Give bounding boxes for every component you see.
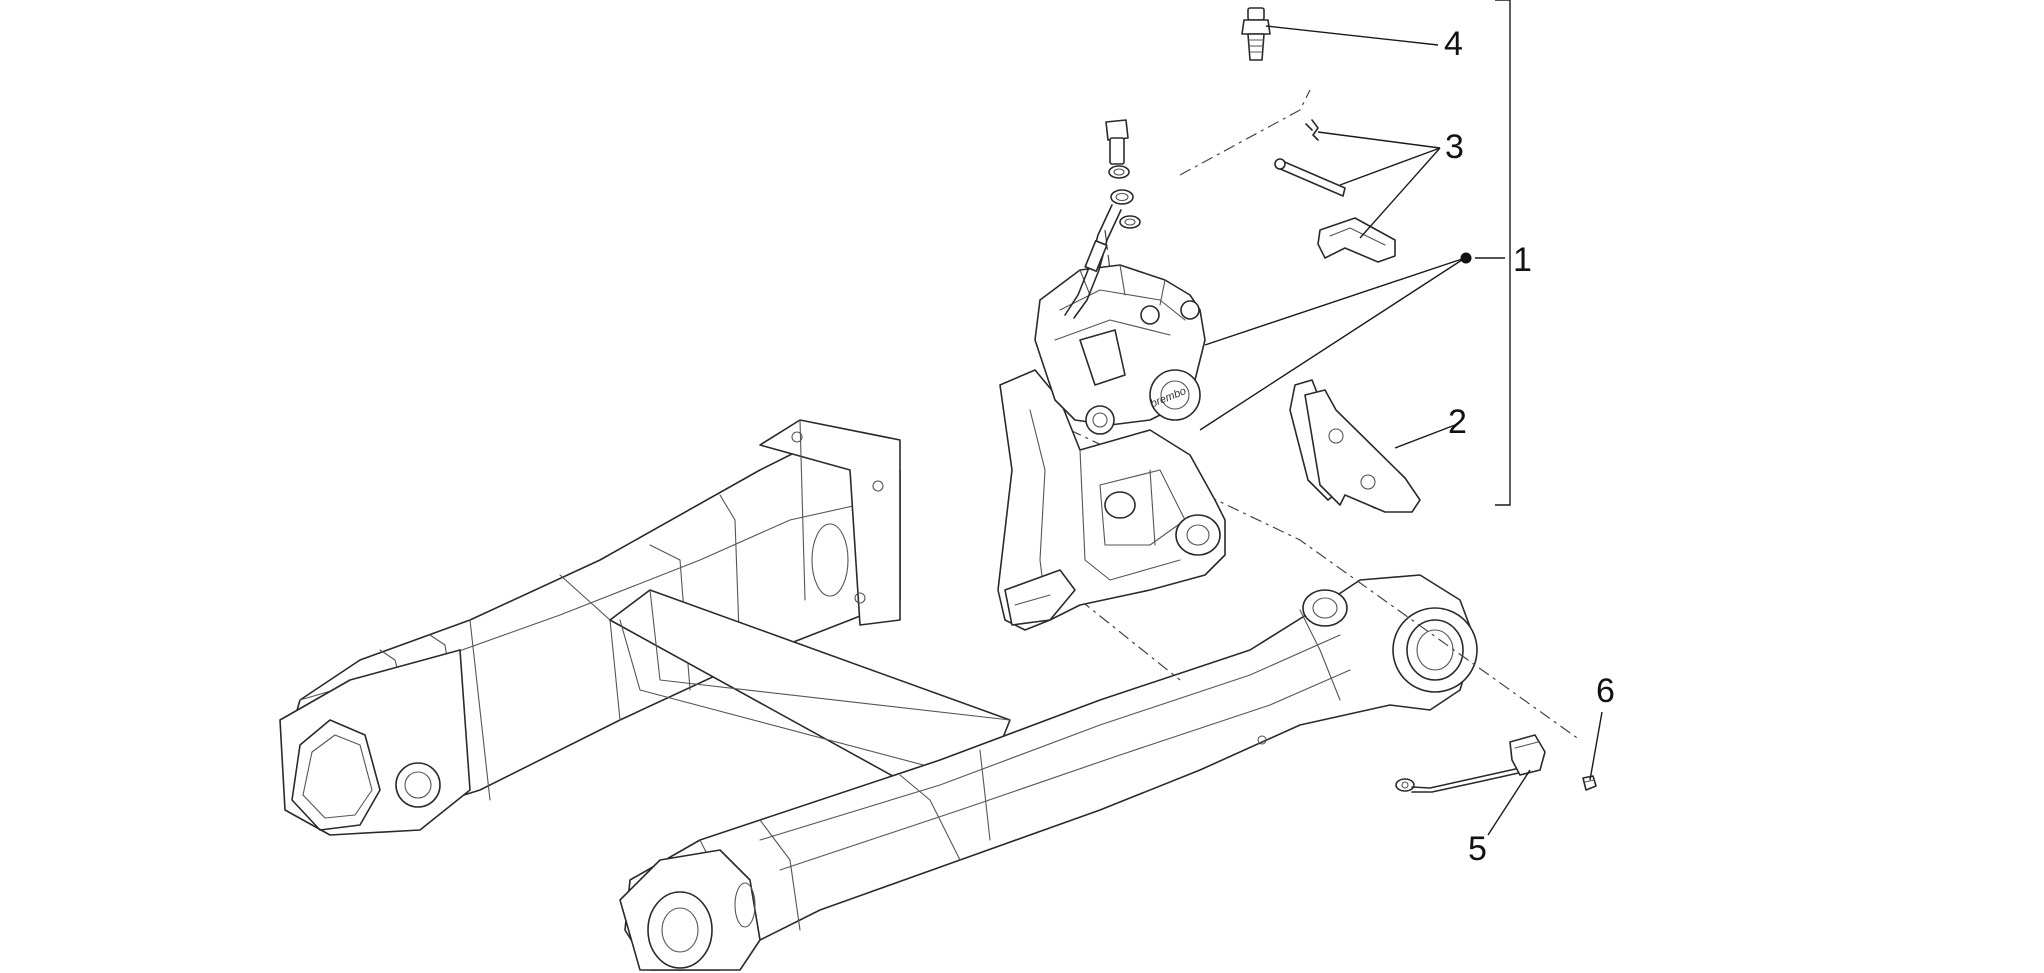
banjo-bolt-assembly [1064, 119, 1141, 319]
sensor-cable [1395, 734, 1546, 793]
callout-5: 5 [1468, 830, 1487, 868]
brake-caliper: brembo [1034, 264, 1206, 435]
screw [1582, 775, 1597, 791]
leader-dot [1460, 252, 1472, 264]
pad-pin-kit [1274, 119, 1396, 263]
bleed-valve [1241, 7, 1271, 61]
callout-numbers: 1 2 3 4 5 6 [1444, 25, 1615, 868]
callout-3: 3 [1445, 128, 1464, 166]
swingarm [279, 419, 1478, 971]
leader-lines [1199, 0, 1603, 836]
brake-pads [1289, 379, 1421, 513]
callout-1: 1 [1513, 241, 1532, 279]
caliper-bracket [997, 369, 1226, 631]
callout-4: 4 [1444, 25, 1463, 63]
callout-2: 2 [1448, 403, 1467, 441]
callout-6: 6 [1596, 672, 1615, 710]
